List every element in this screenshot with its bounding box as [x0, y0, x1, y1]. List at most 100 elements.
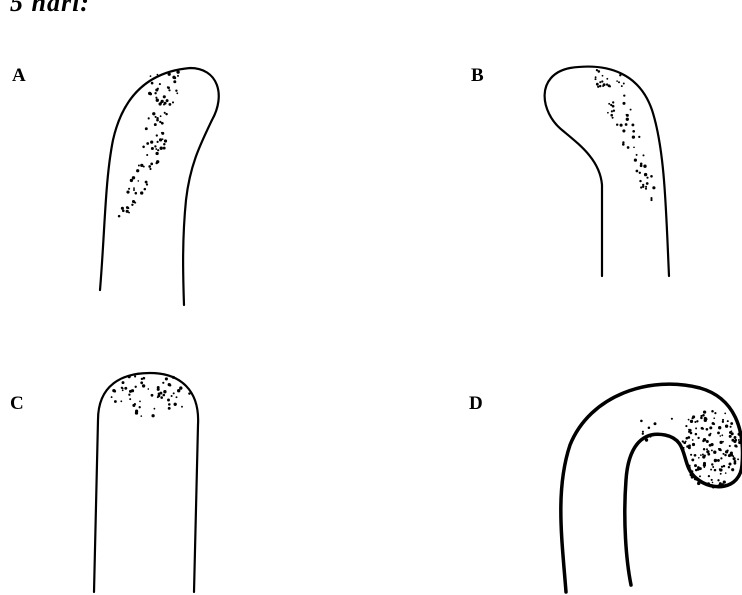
stipple-dot [135, 411, 138, 414]
stipple-dot [606, 78, 608, 80]
stipple-dot [682, 447, 684, 449]
stipple-dot [714, 459, 717, 462]
stipple-dot [638, 136, 640, 138]
stipple-dot [640, 186, 642, 188]
stipple-dot [686, 437, 689, 440]
stipple-dot [712, 422, 715, 425]
panel-a-shoot [100, 68, 219, 305]
panel-b-shoot [545, 67, 669, 276]
stipple-dot [140, 415, 142, 417]
stipple-dot [148, 117, 150, 119]
stipple-dot [159, 83, 161, 85]
stipple-dot [144, 188, 147, 191]
stipple-dot [620, 124, 623, 127]
stipple-dot [607, 112, 609, 114]
stipple-dot [717, 459, 720, 462]
stipple-dot [138, 165, 140, 167]
stipple-dot [145, 181, 148, 184]
stipple-dot [623, 83, 625, 85]
panel-d-stipple [640, 410, 741, 488]
stipple-dot [160, 147, 163, 150]
stipple-dot [634, 159, 637, 162]
stipple-dot [636, 154, 638, 156]
stipple-dot [723, 480, 726, 483]
stipple-dot [599, 81, 601, 83]
stipple-dot [139, 406, 141, 408]
stipple-dot [118, 215, 121, 218]
stipple-dot [694, 454, 697, 457]
stipple-dot [706, 448, 708, 450]
stipple-dot [164, 102, 167, 105]
stipple-dot [112, 389, 115, 392]
stipple-dot [691, 470, 693, 472]
stipple-dot [128, 394, 130, 396]
stipple-dot [164, 139, 167, 142]
stipple-dot [702, 428, 704, 430]
stipple-dot [165, 113, 167, 115]
stipple-dot [694, 464, 697, 467]
stipple-dot [737, 458, 739, 460]
stipple-dot [174, 77, 177, 80]
stipple-dot [122, 210, 125, 213]
stipple-dot [167, 399, 170, 402]
stipple-dot [642, 184, 644, 186]
stipple-dot [145, 127, 148, 130]
stipple-dot [738, 441, 741, 444]
stipple-dot [160, 115, 162, 117]
stipple-dot [704, 417, 707, 420]
stipple-dot [682, 449, 684, 451]
stipple-dot [707, 453, 710, 456]
stipple-dot [708, 434, 711, 437]
stipple-dot [151, 147, 154, 150]
stipple-dot [650, 175, 653, 178]
stipple-dot [133, 189, 135, 191]
stipple-dot [595, 76, 597, 78]
stipple-dot [648, 426, 651, 429]
stipple-dot [702, 440, 704, 442]
stipple-dot [721, 434, 723, 436]
stipple-dot [598, 70, 601, 73]
stipple-dot [175, 90, 177, 92]
panel-b-outline [545, 67, 669, 276]
stipple-dot [168, 403, 171, 406]
stipple-dot [606, 83, 608, 85]
stipple-dot [722, 419, 724, 421]
stipple-dot [128, 188, 130, 190]
stipple-dot [594, 78, 596, 80]
stipple-dot [172, 101, 174, 103]
stipple-dot [720, 457, 722, 459]
stipple-dot [730, 422, 733, 425]
stipple-dot [599, 85, 601, 87]
stipple-dot [158, 392, 161, 395]
stipple-dot [128, 375, 131, 378]
stipple-dot [706, 440, 709, 443]
stipple-dot [645, 186, 647, 188]
stipple-dot [720, 449, 722, 451]
stipple-dot [697, 482, 700, 485]
stipple-dot [642, 433, 644, 435]
stipple-dot [727, 420, 729, 422]
stipple-dot [714, 412, 716, 414]
stipple-dot [711, 449, 713, 451]
stipple-dot [147, 388, 149, 390]
stipple-dot [173, 392, 175, 394]
stipple-dot [621, 85, 623, 87]
stipple-dot [690, 473, 693, 476]
stipple-dot [707, 482, 710, 485]
stipple-dot [618, 81, 620, 83]
stipple-dot [717, 479, 719, 481]
stipple-dot [725, 472, 727, 474]
stipple-dot [151, 394, 154, 397]
stipple-dot [717, 431, 720, 434]
stipple-dot [709, 426, 712, 429]
stipple-dot [111, 396, 113, 398]
stipple-dot [642, 154, 644, 156]
stipple-dot [692, 439, 694, 441]
stipple-dot [688, 429, 690, 431]
stipple-dot [644, 173, 647, 176]
stipple-dot [163, 143, 165, 145]
stipple-dot [622, 143, 625, 146]
stipple-dot [176, 70, 179, 73]
stipple-dot [613, 110, 615, 112]
